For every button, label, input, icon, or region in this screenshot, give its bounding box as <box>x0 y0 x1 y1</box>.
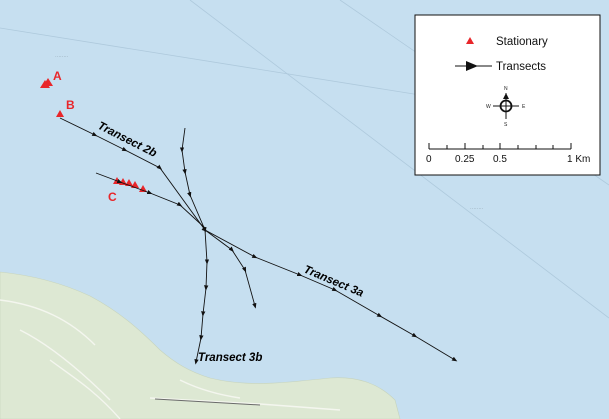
svg-text:N: N <box>504 86 508 92</box>
pier-line <box>154 398 261 406</box>
station-B-marker <box>56 110 64 117</box>
transect-3b-label: Transect 3b <box>198 352 262 364</box>
svg-text:········: ········ <box>55 54 69 60</box>
land-roads <box>0 299 341 419</box>
station-A-marker <box>40 78 53 88</box>
legend-transects-label: Transects <box>496 61 546 73</box>
transect-branch-line <box>204 229 257 309</box>
scale-tick-05: 0.5 <box>493 154 507 165</box>
svg-text:W: W <box>486 104 491 110</box>
transect-lines <box>59 117 458 365</box>
station-B-label: B <box>66 98 75 112</box>
arrow-line-icon <box>455 61 492 71</box>
svg-text:E: E <box>522 104 526 110</box>
legend-stationary-label: Stationary <box>496 36 548 48</box>
scale-tick-0: 0 <box>426 154 432 165</box>
scale-tick-1km: 1 Km <box>567 154 590 165</box>
red-triangle-icon <box>466 37 474 44</box>
compass-icon: N E S W <box>486 86 526 128</box>
scale-tick-025: 0.25 <box>455 154 475 165</box>
svg-text:········: ········ <box>470 206 484 212</box>
transect-3b-line <box>179 127 210 365</box>
station-C-label: C <box>108 190 117 204</box>
station-A-label: A <box>53 69 62 83</box>
scale-bar <box>428 143 572 150</box>
svg-text:S: S <box>504 122 508 128</box>
legend: Stationary Transects N E S W <box>414 14 601 176</box>
